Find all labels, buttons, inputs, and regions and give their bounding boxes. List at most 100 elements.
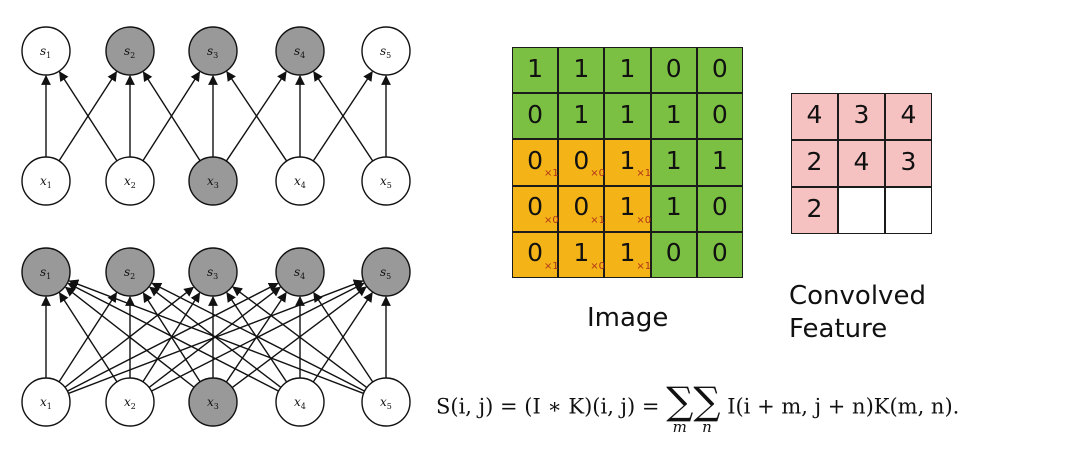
image-cell: 0 <box>696 93 743 140</box>
dense_network-input-node-label: x2 <box>124 395 136 411</box>
feature-cell: 4 <box>838 140 885 187</box>
sparse_network-input-node <box>361 156 411 206</box>
image-cell-value: 1 <box>619 145 636 175</box>
image-cell-value: 1 <box>619 192 636 222</box>
image-cell: 0 <box>696 47 743 94</box>
formula-rhs: I(i + m, j + n)K(m, n). <box>727 394 960 419</box>
feature-cell: 4 <box>885 93 932 140</box>
dense_network-output-node <box>188 247 238 297</box>
dense_network-edge <box>68 279 364 395</box>
image-cell-value: 1 <box>665 145 682 175</box>
dense_network-edge <box>67 282 279 392</box>
image-cell: 0 <box>650 47 697 94</box>
kernel-weight: ×1 <box>544 168 559 180</box>
image-cell-value: 1 <box>619 53 636 83</box>
feature-cell: 3 <box>885 140 932 187</box>
dense_network-edge <box>312 292 373 383</box>
dense_network-input-node <box>105 377 155 427</box>
image-cell-value: 0 <box>665 53 682 83</box>
feature-cell: 3 <box>838 93 885 140</box>
formula-sum-m: ∑m <box>666 379 694 436</box>
sparse_network-input-node <box>275 156 325 206</box>
convolved-feature-label-line2: Feature <box>789 313 888 344</box>
image-cell: 0 <box>696 185 743 232</box>
dense_network-output-node <box>275 247 325 297</box>
dense_network-input-node-label: x1 <box>40 395 52 411</box>
image-cell: 0×0 <box>512 185 559 232</box>
feature-cell-value: 4 <box>853 147 870 176</box>
feature-cell: 4 <box>791 93 838 140</box>
image-cell-value: 1 <box>527 53 544 83</box>
sparse_network-input-node-label: x1 <box>40 174 52 190</box>
image-cell-value: 0 <box>711 238 728 268</box>
image-cell-value: 0 <box>573 192 590 222</box>
image-cell-value: 0 <box>527 192 544 222</box>
sparse_network-output-node <box>21 26 71 76</box>
sum-index-m: m <box>672 418 687 436</box>
kernel-weight: ×0 <box>636 214 652 226</box>
image-cell: 1 <box>558 47 605 94</box>
kernel-weight: ×1 <box>544 260 559 272</box>
feature-cell: 2 <box>791 187 838 234</box>
image-cell: 0×1 <box>512 139 559 186</box>
sparse_network-input-node <box>21 156 71 206</box>
image-cell-value: 0 <box>527 145 544 175</box>
image-cell: 0×1 <box>512 231 559 278</box>
feature-cell-value: 2 <box>806 194 823 223</box>
image-cell: 0 <box>696 231 743 278</box>
sparse_network-input-node <box>105 156 155 206</box>
sum-index-n: n <box>702 418 712 436</box>
dense_network-output-node-label: s5 <box>380 265 391 281</box>
sparse_network-input-node-label: x2 <box>124 174 136 190</box>
image-cell-value: 1 <box>573 238 590 268</box>
image-cell: 1 <box>604 93 651 140</box>
dense_network-output-node-label: s3 <box>207 265 218 281</box>
image-cell-value: 0 <box>527 238 544 268</box>
feature-cell-value: 3 <box>853 100 870 129</box>
dense_network-input-node-label: x5 <box>380 395 392 411</box>
feature-cell-value: 4 <box>900 100 917 129</box>
dense_network-output-node <box>21 247 71 297</box>
sparse_network-output-node-label: s1 <box>40 44 51 60</box>
dense_network-input-node <box>361 377 411 427</box>
sparse_network-output-node-label: s2 <box>124 44 135 60</box>
image-cell-value: 1 <box>619 99 636 129</box>
sparse_network-input-node-label: x5 <box>380 174 392 190</box>
dense_network-input-node <box>275 377 325 427</box>
convolved-feature-label-line1: Convolved <box>789 281 926 311</box>
image-cell-value: 1 <box>573 53 590 83</box>
image-cell-value: 0 <box>573 145 590 175</box>
kernel-weight: ×1 <box>590 214 605 226</box>
formula-sum-n: ∑n <box>693 379 721 436</box>
convolution-formula: S(i, j) = (I ∗ K)(i, j) = ∑m∑n I(i + m, … <box>436 379 960 436</box>
sparse_network-edge <box>312 71 373 162</box>
image-cell-value: 0 <box>711 53 728 83</box>
kernel-weight: ×0 <box>544 214 559 226</box>
image-cell-value: 0 <box>711 99 728 129</box>
image-cell-value: 1 <box>711 145 728 175</box>
kernel-weight: ×0 <box>590 260 605 272</box>
image-cell-value: 0 <box>527 99 544 129</box>
sparse_network-input-node <box>188 156 238 206</box>
dense_network-output-node <box>361 247 411 297</box>
image-cell: 1×0 <box>558 231 605 278</box>
sparse_network-output-node <box>275 26 325 76</box>
dense_network-input-node-label: x3 <box>207 395 219 411</box>
feature-cell-value: 3 <box>900 147 917 176</box>
image-cell: 0×0 <box>558 139 605 186</box>
image-cell: 1 <box>512 47 559 94</box>
image-cell-value: 0 <box>711 192 728 222</box>
image-cell: 1×1 <box>604 139 651 186</box>
feature-cell <box>885 187 932 234</box>
dense_network-output-node <box>105 247 155 297</box>
image-cell: 1 <box>650 139 697 186</box>
dense_network-edge <box>151 282 365 392</box>
image-cell: 1 <box>558 93 605 140</box>
sparse_network-output-node <box>105 26 155 76</box>
feature-cell <box>838 187 885 234</box>
dense_network-edge <box>58 292 118 383</box>
image-cell: 0 <box>650 231 697 278</box>
